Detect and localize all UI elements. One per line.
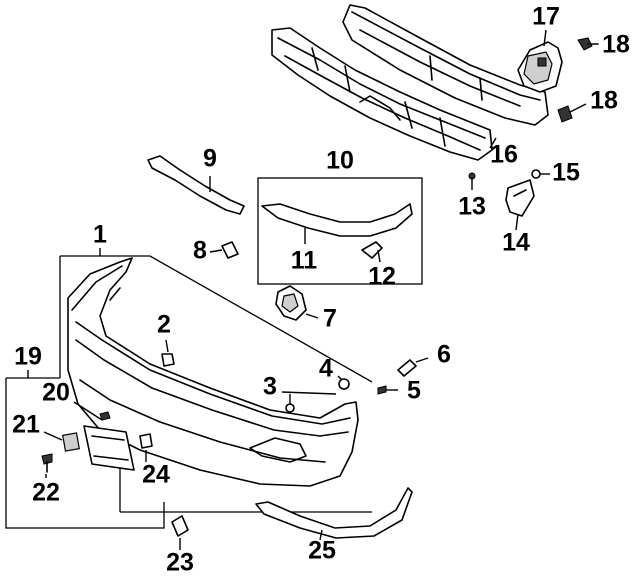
rail-part-9 (147, 155, 245, 215)
absorber-part-16 (342, 4, 549, 126)
clip-part-24 (139, 433, 153, 462)
callout-18-lower: 18 (590, 87, 618, 115)
callout-12: 12 (368, 263, 396, 291)
screw-part-22 (41, 453, 53, 478)
callout-20: 20 (42, 379, 70, 407)
clip-part-2 (161, 339, 175, 367)
retainer-part-23 (171, 515, 189, 550)
callout-14: 14 (502, 229, 530, 257)
screw-part-15 (531, 169, 550, 179)
screw-part-5 (377, 385, 398, 395)
callout-4: 4 (319, 355, 333, 383)
callout-3: 3 (263, 373, 277, 401)
callout-15: 15 (552, 159, 580, 187)
callout-7: 7 (323, 305, 337, 333)
license-bracket-part-20 (73, 401, 135, 471)
bolt-part-3 (281, 391, 337, 413)
bracket-part-6 (397, 357, 429, 377)
nut-part-4 (337, 375, 350, 390)
bracket-part-7 (275, 285, 319, 321)
clip-part-8 (209, 241, 239, 259)
callout-5: 5 (407, 377, 421, 405)
callout-18-upper: 18 (602, 31, 630, 59)
molding-part-25 (255, 487, 413, 541)
callout-2: 2 (157, 311, 171, 339)
callout-23: 23 (166, 549, 194, 577)
clip-part-13 (468, 172, 476, 190)
callout-labels: 1 2 3 4 5 6 7 8 9 10 11 12 13 14 15 16 1… (12, 3, 630, 577)
callout-1: 1 (93, 221, 107, 249)
callout-19: 19 (14, 343, 42, 371)
bezel-part-14 (505, 179, 535, 231)
bumper-cover-part-1 (67, 257, 359, 487)
callout-9: 9 (203, 145, 217, 173)
group-box-part-10 (257, 177, 423, 285)
bolt-part-18-lower (557, 103, 587, 123)
callout-6: 6 (437, 341, 451, 369)
callout-8: 8 (193, 237, 207, 265)
leader-16 (489, 137, 497, 149)
callout-16: 16 (490, 141, 518, 169)
callout-21: 21 (12, 411, 40, 439)
callout-13: 13 (458, 193, 486, 221)
callout-10: 10 (326, 147, 354, 175)
clip-part-12 (361, 241, 383, 263)
group-outline-part-1 (59, 248, 373, 513)
callout-17: 17 (532, 3, 560, 31)
callout-24: 24 (142, 461, 170, 489)
callout-11: 11 (291, 247, 318, 275)
bolt-part-18-upper (577, 37, 599, 51)
retainer-part-11 (261, 203, 413, 244)
bracket-part-17 (517, 29, 563, 93)
callout-25: 25 (308, 537, 336, 565)
reinforcement-part-16 (271, 27, 493, 161)
group-box-part-19 (5, 370, 165, 529)
callout-22: 22 (32, 479, 60, 507)
plug-part-21 (43, 431, 80, 452)
